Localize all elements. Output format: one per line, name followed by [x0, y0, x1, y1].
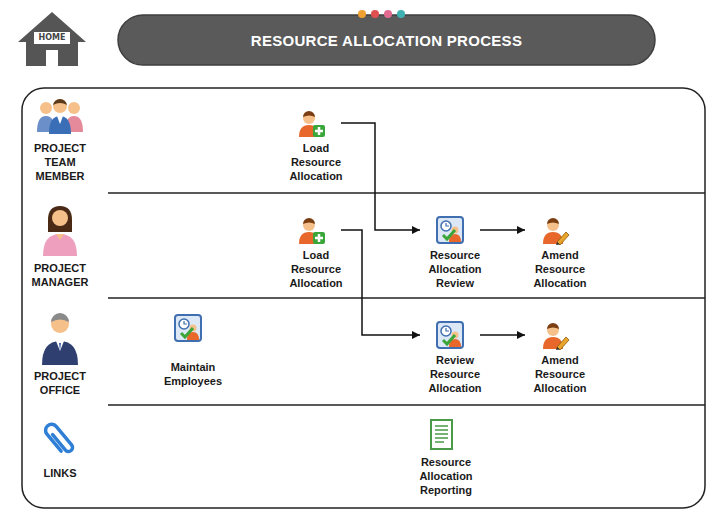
load-icon [299, 218, 325, 244]
team-icon [40, 102, 52, 114]
decor-dots [384, 10, 392, 18]
step-label: Load Resource Allocation [281, 141, 351, 183]
lane-label: PROJECT OFFICE [25, 369, 95, 397]
home-icon [18, 12, 86, 66]
lane-separator [108, 192, 705, 194]
flow-arrow [480, 334, 525, 336]
paperclip-icon [43, 422, 74, 456]
decor-dots [397, 10, 405, 18]
process-step: Resource Allocation Reporting [411, 419, 471, 455]
report-icon [431, 420, 452, 449]
team-icon [53, 99, 67, 105]
team-icon [37, 99, 83, 134]
office-icon [59, 343, 61, 351]
decor-dots [371, 10, 379, 18]
manager-icon [43, 206, 77, 256]
page-title: RESOURCE ALLOCATION PROCESS [118, 15, 655, 65]
lane-separator [108, 193, 705, 405]
home-label: HOME [34, 32, 70, 44]
review-icon [175, 315, 201, 341]
office-icon [51, 313, 69, 322]
step-label: Resource Allocation Reporting [411, 455, 481, 497]
process-step: Amend Resource Allocation [525, 317, 585, 353]
decor-dots [358, 10, 405, 18]
process-step: Review Resource Allocation [420, 317, 480, 353]
process-step: Resource Allocation Review [420, 212, 480, 248]
team-icon [68, 102, 80, 114]
step-label: Resource Allocation Review [420, 248, 490, 290]
home-icon [34, 32, 70, 44]
team-icon [49, 116, 71, 134]
review-icon [437, 217, 463, 243]
swimlane: PROJECT OFFICEMaintain EmployeesReview R… [22, 298, 705, 405]
swimlane: PROJECT MANAGERLoad Resource AllocationR… [22, 193, 705, 298]
load-icon [299, 111, 325, 137]
decor-dots [358, 10, 366, 18]
process-step: Load Resource Allocation [281, 212, 341, 248]
step-label: Review Resource Allocation [420, 353, 490, 395]
lane-separator [108, 297, 705, 299]
step-label: Load Resource Allocation [281, 248, 351, 290]
process-step: Amend Resource Allocation [525, 212, 585, 248]
home-icon [18, 12, 86, 66]
home-icon [46, 50, 58, 66]
manager-icon [52, 210, 68, 226]
manager-icon [48, 206, 72, 232]
manager-icon [56, 234, 64, 240]
lane-label: PROJECT TEAM MEMBER [25, 141, 95, 183]
lane-label: PROJECT MANAGER [25, 261, 95, 289]
office-icon [42, 341, 78, 365]
flow-arrow [341, 123, 420, 230]
amend-icon [543, 323, 569, 350]
step-label: Amend Resource Allocation [525, 248, 595, 290]
swimlane: PROJECT TEAM MEMBER Load Resource Allocat… [22, 88, 705, 193]
process-step: Load Resource Allocation [281, 105, 341, 141]
paperclip-icon [43, 422, 74, 456]
amend-icon [543, 218, 569, 245]
team-icon [53, 99, 67, 113]
flow-arrow [480, 229, 525, 231]
swimlane-frame [22, 88, 705, 508]
office-icon [42, 313, 78, 365]
team-icon [57, 116, 63, 124]
office-icon [56, 341, 64, 351]
swimlane: LINKS Resource Allocation Reporting [22, 405, 705, 505]
process-step: Maintain Employees [158, 324, 218, 360]
lane-label: LINKS [25, 466, 95, 480]
flow-arrow [341, 230, 420, 335]
manager-icon [43, 234, 77, 256]
step-label: Amend Resource Allocation [525, 353, 595, 395]
lane-separator [108, 404, 705, 406]
step-label: Maintain Employees [158, 360, 228, 388]
review-icon [437, 322, 463, 348]
title-bar [118, 15, 655, 65]
